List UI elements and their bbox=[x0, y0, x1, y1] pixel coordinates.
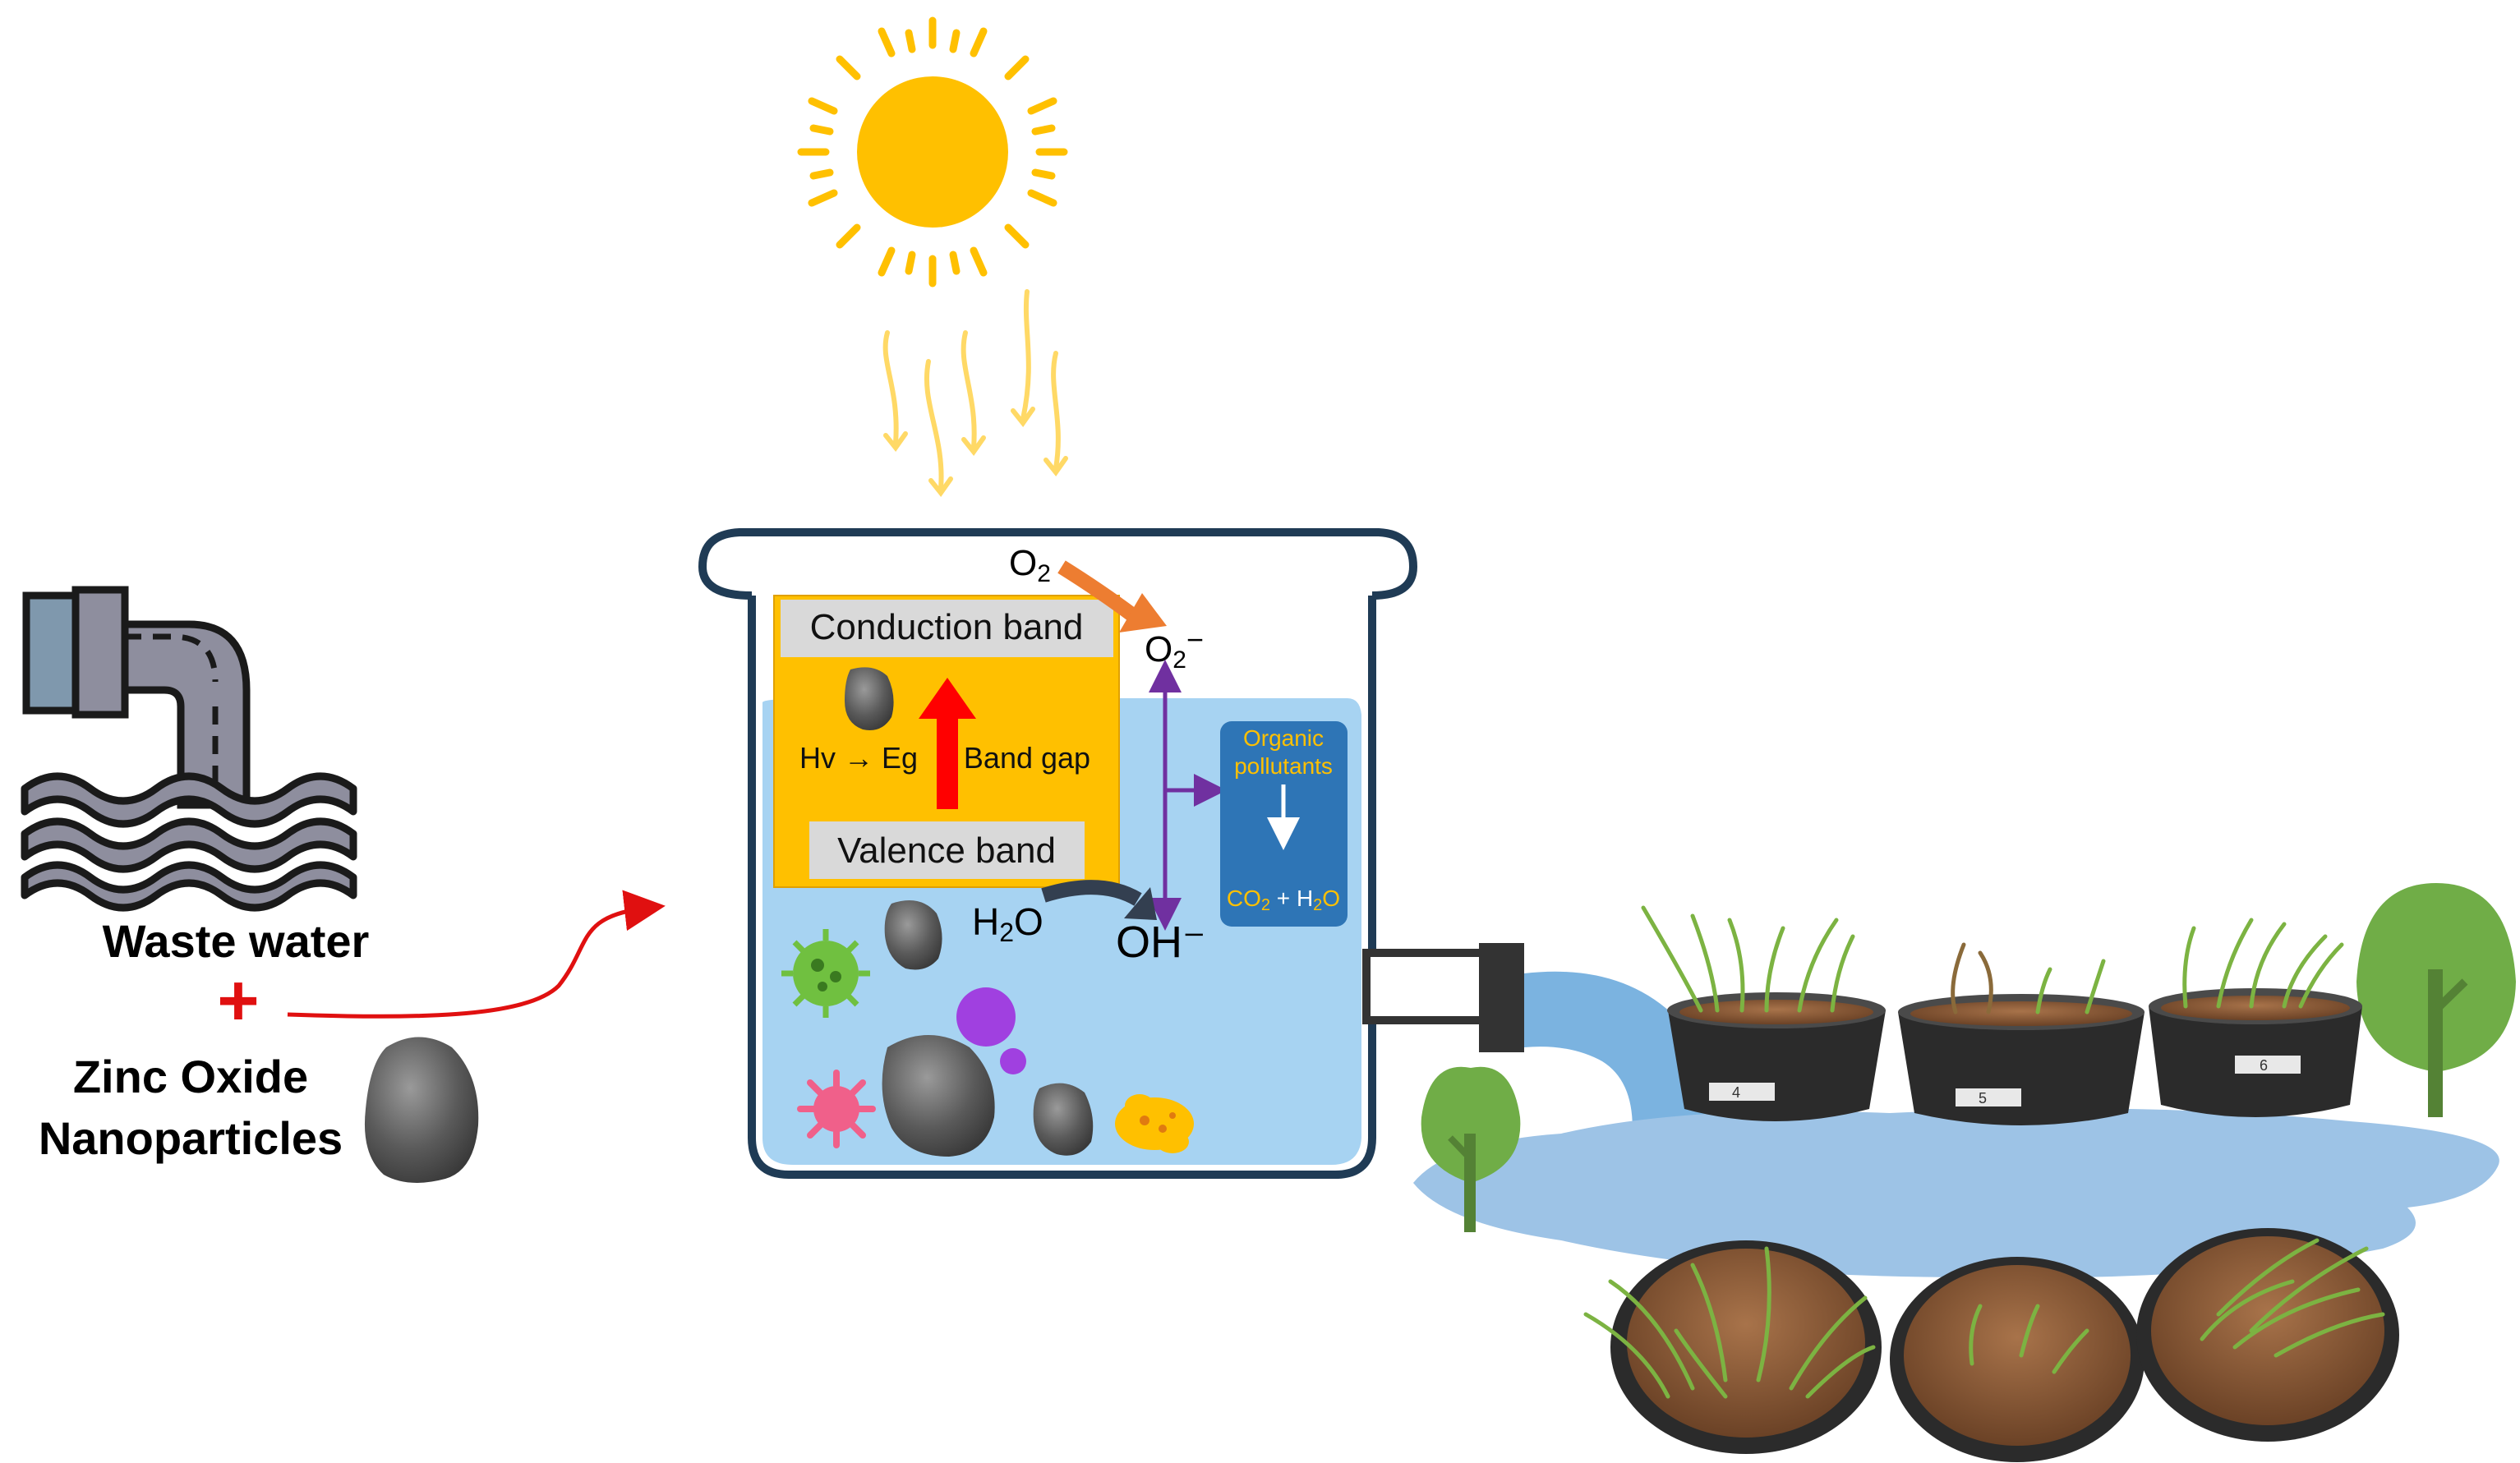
sun-icon bbox=[797, 16, 1068, 288]
co2-h2o-label: CO2 + H2O bbox=[1227, 886, 1340, 914]
zno-label-line1: Zinc Oxide bbox=[73, 1051, 308, 1102]
conduction-band-label: Conduction band bbox=[810, 607, 1084, 647]
plant-pot-icon: 4 bbox=[1641, 905, 1886, 1121]
nanoparticle-icon bbox=[845, 667, 894, 730]
plant-pot-icon: 5 bbox=[1898, 942, 2145, 1125]
plus-sign: + bbox=[217, 959, 259, 1041]
plant-pot-icon: 6 bbox=[2149, 918, 2362, 1117]
microbe-icon bbox=[956, 987, 1016, 1047]
o2-label: O2 bbox=[1009, 543, 1051, 587]
band-gap-arrow bbox=[919, 678, 976, 809]
nanoparticle-icon bbox=[364, 1037, 479, 1183]
hv-eg-label: Hv → Eg bbox=[799, 741, 918, 775]
svg-text:6: 6 bbox=[2260, 1057, 2268, 1074]
microbe-icon bbox=[1000, 1048, 1026, 1074]
svg-text:4: 4 bbox=[1732, 1084, 1740, 1101]
svg-text:5: 5 bbox=[1979, 1090, 1987, 1106]
valence-band-label: Valence band bbox=[837, 830, 1056, 871]
microbe-icon bbox=[797, 1070, 876, 1148]
pipe-icon bbox=[22, 586, 251, 809]
flow-arrow bbox=[287, 890, 666, 1019]
wave-icon bbox=[21, 772, 357, 912]
organic-pollutants-box: Organic pollutants CO2 + H2O bbox=[1220, 721, 1348, 927]
organic-label-1: Organic bbox=[1243, 725, 1324, 751]
plant-pot-icon bbox=[1583, 1240, 1882, 1454]
tree-icon bbox=[1421, 1066, 1521, 1232]
o2-arrow bbox=[1057, 560, 1139, 623]
microbe-icon bbox=[781, 929, 870, 1018]
zno-label-line2: Nanoparticles bbox=[39, 1112, 343, 1164]
plant-pot-icon bbox=[1890, 1257, 2145, 1462]
band-gap-label: Band gap bbox=[964, 741, 1090, 775]
light-rays bbox=[882, 289, 1068, 497]
tree-icon bbox=[2356, 883, 2516, 1117]
water-stream bbox=[1524, 971, 1717, 1150]
hydroxyl-label: OH⁻ bbox=[1116, 918, 1206, 967]
outlet-pipe bbox=[1362, 943, 1524, 1052]
radical-connector bbox=[1149, 660, 1227, 931]
h2o-arrow bbox=[1041, 880, 1142, 906]
microbe-icon bbox=[1115, 1094, 1194, 1153]
nanoparticle-icon bbox=[882, 1035, 995, 1157]
superoxide-label: O2− bbox=[1145, 623, 1204, 674]
h2o-label: H2O bbox=[972, 900, 1043, 947]
waste-water-label: Waste water bbox=[103, 915, 370, 967]
nanoparticle-icon bbox=[1033, 1083, 1094, 1156]
nanoparticle-icon bbox=[884, 900, 942, 970]
plant-pot-icon bbox=[2136, 1228, 2399, 1442]
organic-label-2: pollutants bbox=[1234, 753, 1333, 779]
band-diagram: Conduction band Valence band Hv → Eg Ban… bbox=[773, 595, 1120, 888]
